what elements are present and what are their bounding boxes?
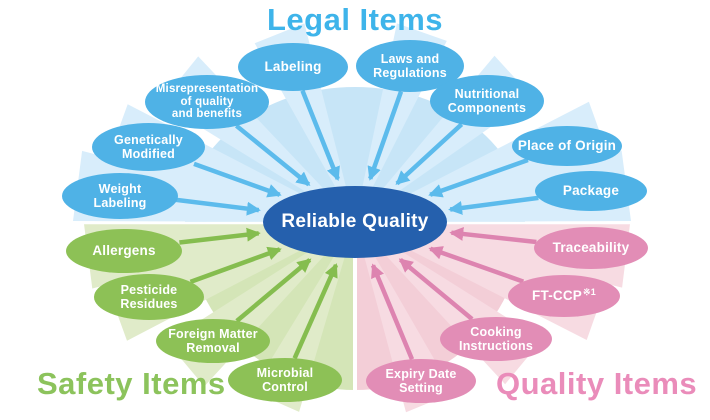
node-label: Regulations xyxy=(373,66,447,80)
node-label: Laws and xyxy=(380,52,440,66)
arrow-package xyxy=(448,195,539,215)
arrow-traceability xyxy=(449,227,537,245)
node-label: Genetically xyxy=(114,133,183,147)
node-label: Labeling xyxy=(93,196,147,210)
arrow-labeling xyxy=(300,89,340,181)
node-label-main: FT-CCP xyxy=(532,288,582,304)
node-label: Microbial xyxy=(256,366,314,380)
arrow-laws xyxy=(367,90,404,181)
node-label: Nutritional xyxy=(454,87,520,101)
arrow-ftccp xyxy=(428,246,525,284)
node-label: Misrepresentation xyxy=(155,83,259,96)
arrow-nutritional xyxy=(395,122,464,186)
node-labeling: Labeling xyxy=(238,43,348,91)
node-label: Modified xyxy=(122,147,175,161)
arrow-weight xyxy=(164,196,261,216)
node-label: Cooking xyxy=(470,325,522,339)
node-expiry-date-setting: Expiry Date Setting xyxy=(366,359,476,403)
node-label: Labeling xyxy=(264,59,322,75)
node-label: FT-CCP※1 xyxy=(532,286,596,304)
node-foreign-matter-removal: Foreign Matter Removal xyxy=(156,319,270,363)
quality-arrows xyxy=(370,227,537,361)
node-genetically-modified: Genetically Modified xyxy=(92,123,205,171)
node-label: Foreign Matter xyxy=(168,327,258,341)
node-label: Weight xyxy=(98,182,142,196)
node-label: of quality xyxy=(180,95,234,108)
node-label: Expiry Date xyxy=(385,367,457,381)
node-microbial-control: Microbial Control xyxy=(228,358,342,402)
arrow-cooking xyxy=(398,257,474,321)
node-label: Removal xyxy=(186,341,240,355)
node-label: Package xyxy=(562,183,620,199)
center-label: Reliable Quality xyxy=(281,211,429,232)
node-pesticide-residues: Pesticide Residues xyxy=(94,274,204,320)
node-label: Setting xyxy=(399,381,443,395)
node-label: Residues xyxy=(120,297,178,311)
section-title-safety: Safety Items xyxy=(37,366,226,401)
section-title-legal: Legal Items xyxy=(266,2,444,37)
safety-arrows xyxy=(179,227,339,360)
center-node-reliable-quality: Reliable Quality xyxy=(263,186,447,258)
node-label: Allergens xyxy=(92,243,156,259)
node-nutritional-components: Nutritional Components xyxy=(430,75,544,127)
node-laws-and-regulations: Laws and Regulations xyxy=(356,40,464,92)
node-label: and benefits xyxy=(171,108,243,121)
node-cooking-instructions: Cooking Instructions xyxy=(440,317,552,361)
section-title-quality: Quality Items xyxy=(496,366,698,401)
node-label: Traceability xyxy=(552,240,630,256)
node-label: Control xyxy=(262,380,308,394)
node-label: Place of Origin xyxy=(517,138,617,154)
node-place-of-origin: Place of Origin xyxy=(512,126,622,166)
legal-arrows xyxy=(164,89,539,216)
arrow-misrepresentation xyxy=(234,124,311,187)
arrow-pesticide xyxy=(189,246,282,285)
node-weight-labeling: Weight Labeling xyxy=(62,173,178,219)
node-allergens: Allergens xyxy=(66,229,182,273)
arrow-expiry xyxy=(370,263,415,361)
arrows xyxy=(164,89,539,361)
node-traceability: Traceability xyxy=(534,227,648,269)
arrow-microbial xyxy=(292,263,339,360)
node-label: Instructions xyxy=(459,339,533,353)
arrow-foreign xyxy=(235,258,312,323)
arrow-place-of-origin xyxy=(428,157,529,198)
node-label: Pesticide xyxy=(120,283,178,297)
node-label-footnote-mark: ※1 xyxy=(583,286,596,297)
node-label: Components xyxy=(447,101,527,115)
arrow-genetically xyxy=(193,161,282,198)
node-package: Package xyxy=(535,171,647,211)
node-misrepresentation: Misrepresentation of quality and benefit… xyxy=(145,75,269,129)
arrow-allergens xyxy=(179,227,261,245)
node-ft-ccp: FT-CCP※1 xyxy=(508,275,620,317)
